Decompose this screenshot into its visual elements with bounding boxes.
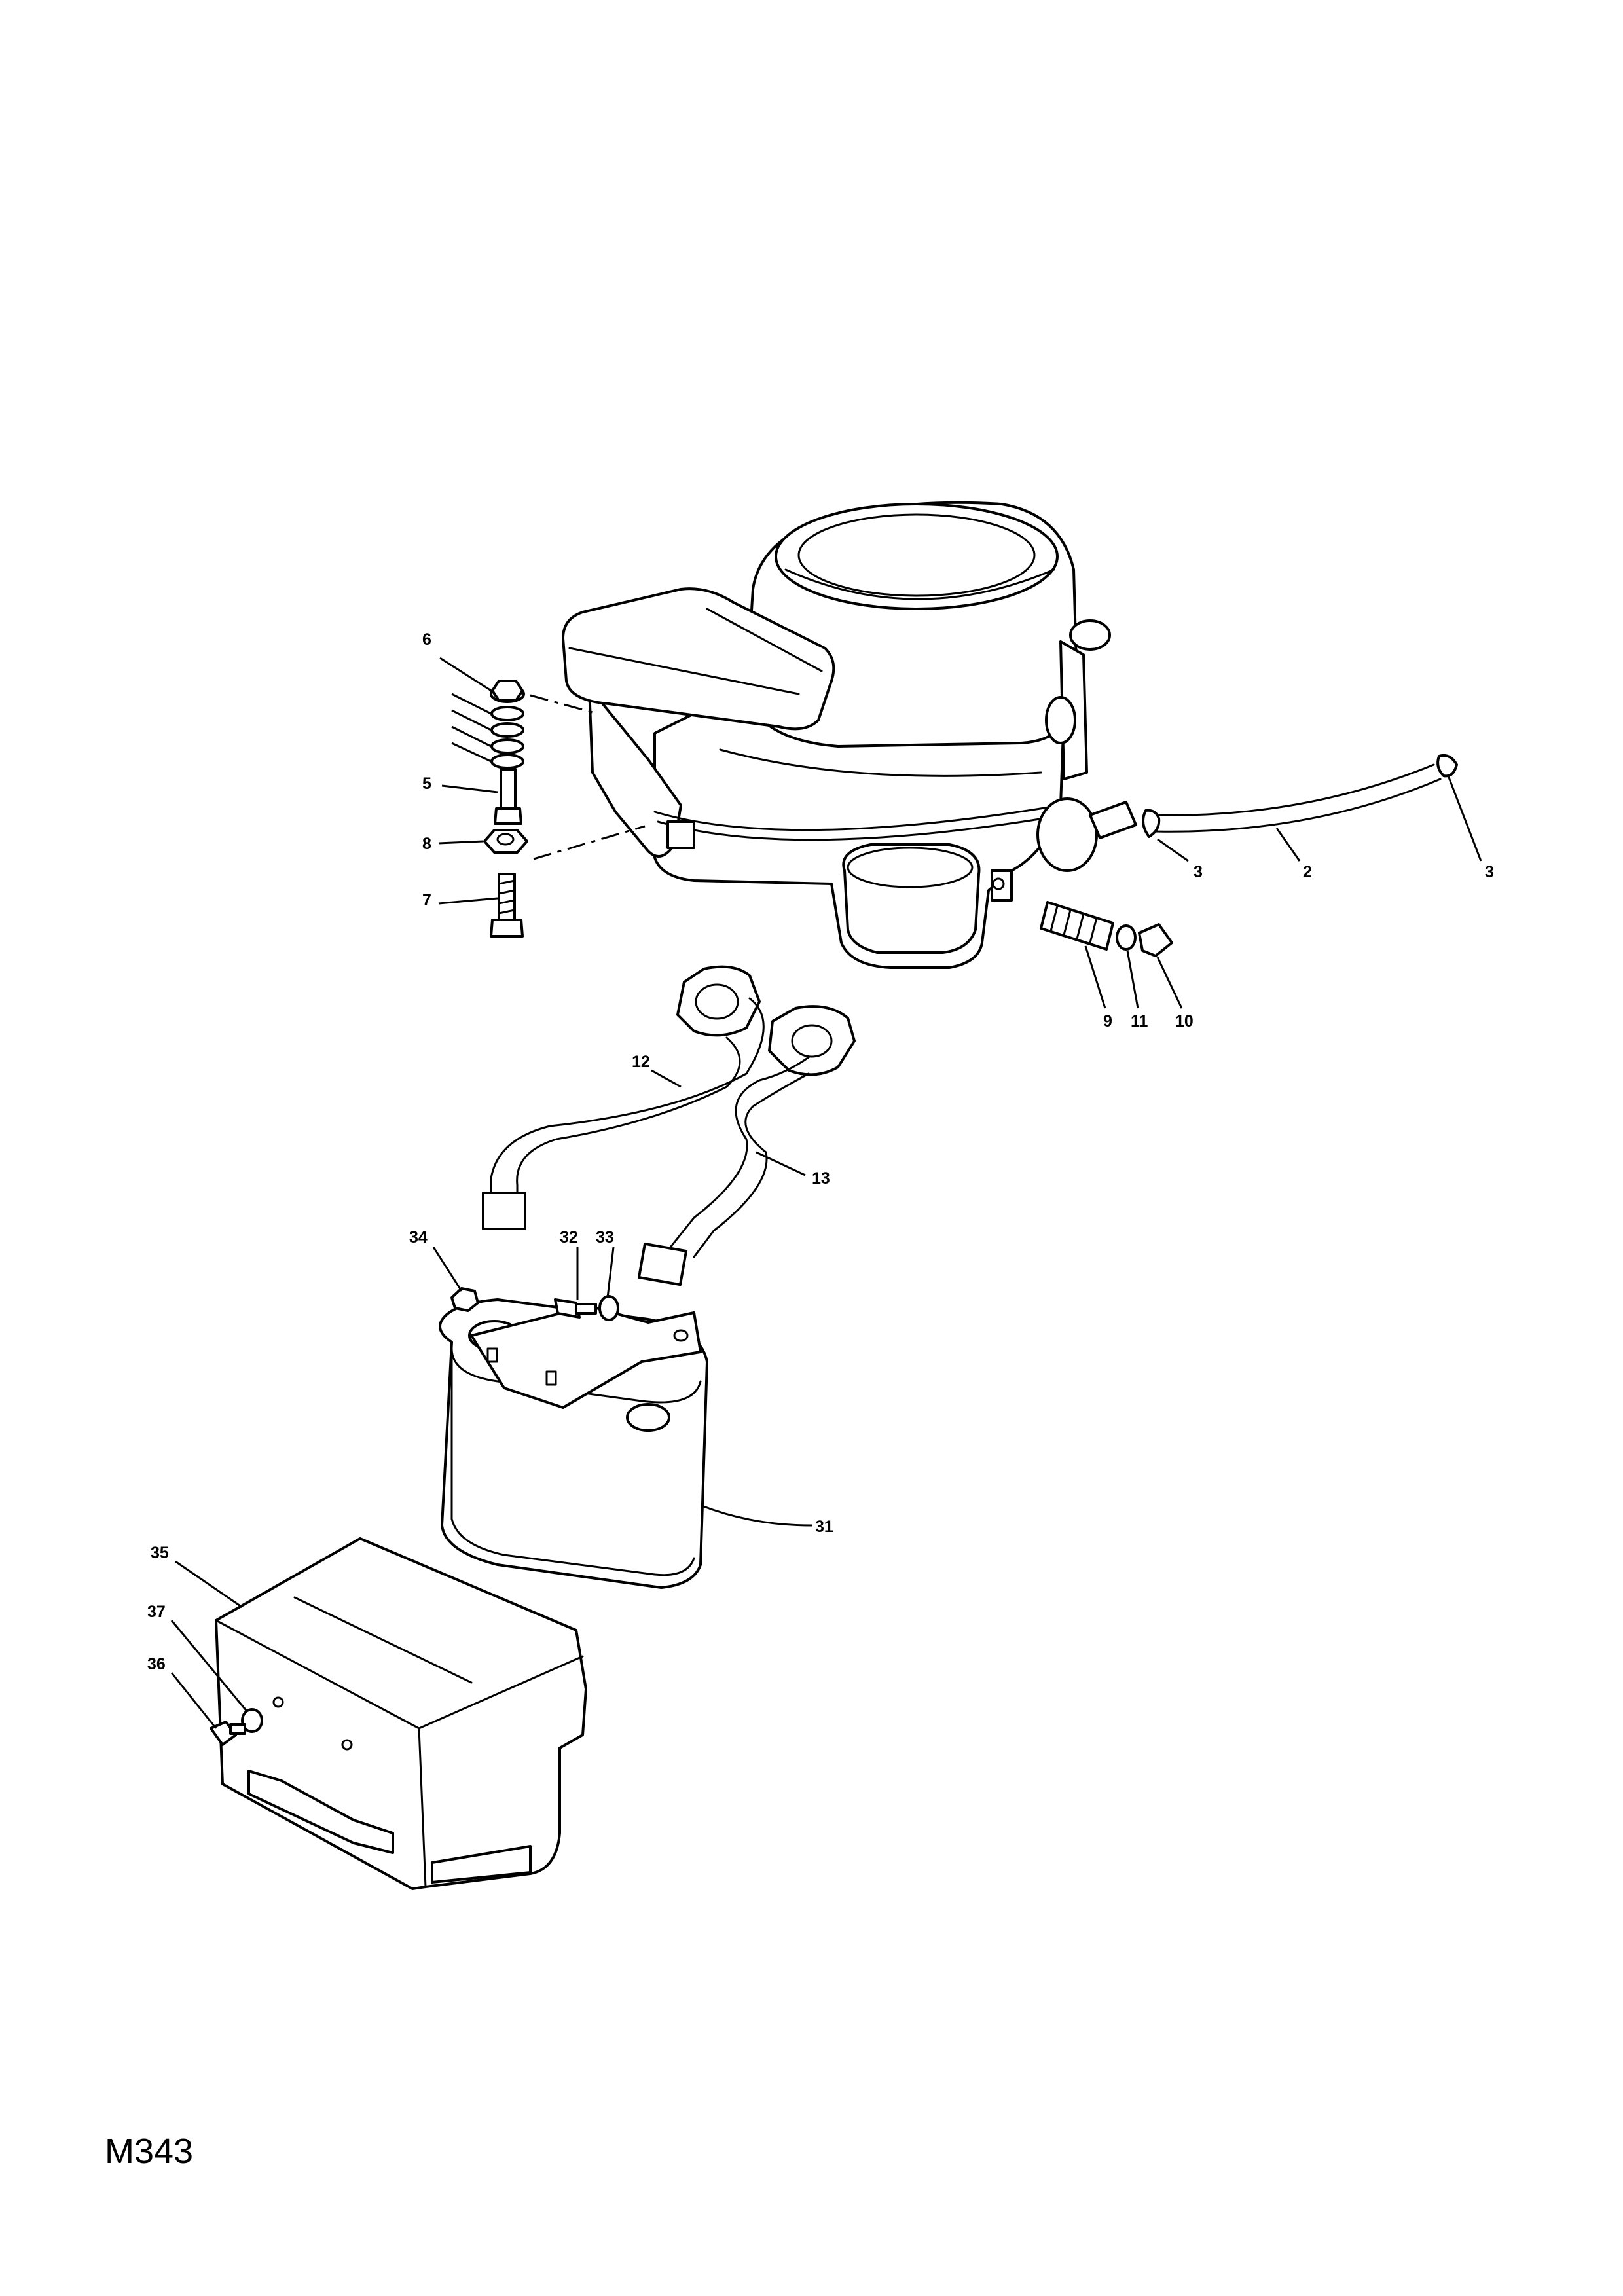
engine-assembly <box>562 501 1137 969</box>
hose-clamp-left <box>1142 809 1161 838</box>
leader-2 <box>1275 828 1301 862</box>
nut-8 <box>483 829 528 854</box>
muffler <box>439 1298 708 1589</box>
leader-34 <box>432 1247 463 1292</box>
nut-6 <box>491 680 524 702</box>
leader-13 <box>756 1151 806 1176</box>
leader-11 <box>1126 950 1139 1009</box>
nut-34 <box>450 1287 479 1312</box>
leader-36 <box>170 1672 217 1729</box>
callout-36: 36 <box>147 1655 166 1673</box>
bolt-32 <box>554 1298 597 1319</box>
callout-3-left: 3 <box>1194 863 1203 881</box>
bolt-5 <box>494 768 522 825</box>
leader-10 <box>1156 957 1183 1009</box>
leader-37 <box>170 1620 249 1713</box>
leader-8 <box>438 840 484 845</box>
washer-37 <box>241 1708 263 1733</box>
callout-13: 13 <box>812 1169 830 1188</box>
bolt-7 <box>490 873 524 938</box>
callout-34: 34 <box>409 1228 428 1247</box>
diagram-code: M343 <box>105 2132 194 2171</box>
callout-5: 5 <box>422 774 431 793</box>
assembly-line-bolt <box>533 825 646 860</box>
leader-12 <box>651 1069 682 1088</box>
heat-shield <box>215 1537 587 1890</box>
drain-cap <box>1138 923 1173 957</box>
fuel-hose <box>1151 763 1442 833</box>
leader-6b <box>451 693 492 763</box>
leader-3b <box>1447 775 1482 862</box>
callout-7: 7 <box>422 891 431 909</box>
callout-32: 32 <box>560 1228 578 1247</box>
callout-37: 37 <box>147 1603 166 1621</box>
leader-7 <box>438 897 498 905</box>
bolt-36 <box>210 1721 246 1746</box>
leader-6 <box>439 657 495 694</box>
callout-10: 10 <box>1175 1012 1194 1030</box>
oil-drain-valve <box>1040 901 1114 951</box>
callout-33: 33 <box>596 1228 614 1247</box>
callout-8: 8 <box>422 835 431 853</box>
hose-clamp-right <box>1436 754 1458 778</box>
callout-11: 11 <box>1131 1012 1148 1030</box>
leader-35 <box>175 1560 243 1609</box>
leader-9 <box>1084 945 1106 1009</box>
drain-washer <box>1116 924 1137 951</box>
leader-5 <box>441 784 498 793</box>
assembly-line-nut <box>530 694 593 714</box>
leader-3a <box>1157 838 1189 862</box>
callout-35: 35 <box>151 1544 169 1562</box>
callout-6: 6 <box>422 630 431 649</box>
callout-9: 9 <box>1103 1012 1112 1030</box>
leader-31 <box>701 1504 812 1527</box>
callout-31: 31 <box>815 1518 833 1536</box>
callout-3-right: 3 <box>1485 863 1494 881</box>
washer-33 <box>598 1295 619 1321</box>
exhaust-pipe-13 <box>637 1005 856 1286</box>
callout-12: 12 <box>632 1053 650 1071</box>
leader-33 <box>606 1247 615 1298</box>
callout-2: 2 <box>1303 863 1312 881</box>
exhaust-pipe-12 <box>482 965 765 1230</box>
